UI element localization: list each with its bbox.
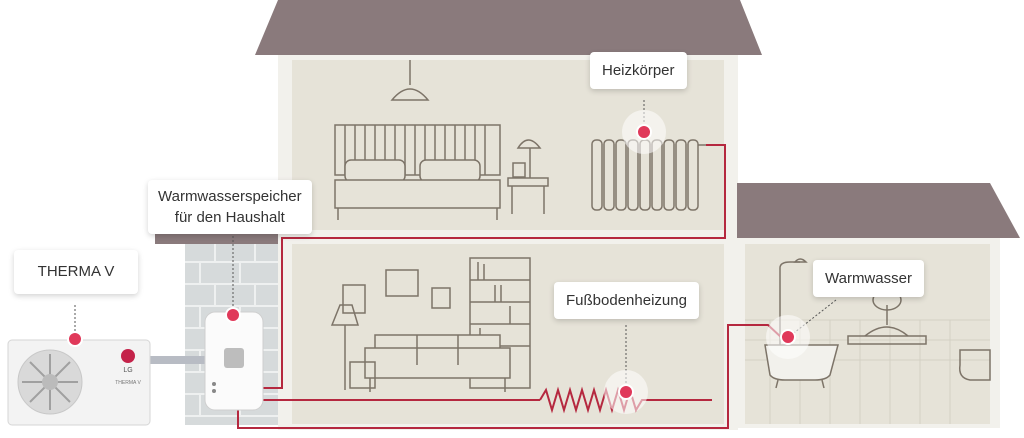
label-fussbodenheizung-text: Fußbodenheizung <box>566 292 687 309</box>
label-fussbodenheizung: Fußbodenheizung <box>554 282 699 319</box>
label-warmwasser-text: Warmwasser <box>825 270 912 287</box>
nightstand-icon <box>507 162 549 214</box>
bed-icon <box>334 124 501 220</box>
toilet-icon <box>958 349 991 381</box>
outdoor-unit-brand: LG <box>123 367 132 374</box>
lg-logo-icon <box>121 349 135 363</box>
shower-icon <box>779 258 808 345</box>
label-heizkoerper: Heizkörper <box>590 52 687 89</box>
bathroom <box>764 258 991 389</box>
pendant-lamp-icon <box>390 60 430 101</box>
label-warmwasser: Warmwasser <box>813 260 924 297</box>
heat-pump-unit-icon: LG THERMA V <box>7 339 151 426</box>
label-therma-v-text: THERMA V <box>37 263 115 280</box>
radiator-icon <box>591 139 712 211</box>
picture-frame-icon <box>342 269 451 314</box>
refrigerant-line <box>150 356 205 364</box>
label-therma-v: THERMA V <box>14 250 138 294</box>
hot-water-tank-icon <box>204 311 264 411</box>
outdoor-unit-model: THERMA V <box>115 380 141 386</box>
label-heizkoerper-text: Heizkörper <box>602 62 675 79</box>
table-lamp-icon <box>516 139 542 178</box>
living-room <box>330 257 531 392</box>
location-markers <box>67 110 810 414</box>
label-warmwasserspeicher-line1: Warmwasserspeicher <box>158 188 302 205</box>
sofa-icon <box>364 334 511 392</box>
label-warmwasserspeicher: Warmwasserspeicher für den Haushalt <box>148 180 312 234</box>
bedroom <box>334 60 712 220</box>
floor-lamp-icon <box>330 304 360 390</box>
label-warmwasserspeicher-line2: für den Haushalt <box>174 209 285 226</box>
